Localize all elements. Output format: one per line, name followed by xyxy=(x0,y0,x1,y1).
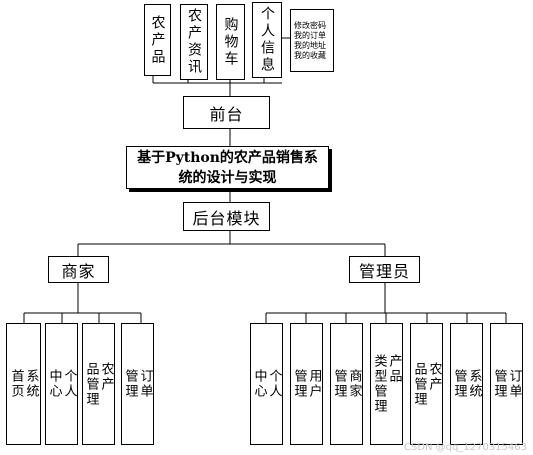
frontend-node: 前台 xyxy=(183,96,270,129)
module-label-col1: 个人 xyxy=(61,369,77,399)
backend-node: 后台模块 xyxy=(183,202,270,231)
module-label-col1: 系统 xyxy=(23,369,39,399)
merchant-module-farm-product-mgmt: 农产品管理 xyxy=(82,323,115,445)
module-label-col2: 管理 xyxy=(451,369,467,399)
admin-module-order-mgmt: 订单管理 xyxy=(490,323,523,445)
system-title-line-1: 基于Python的农产品销售系 xyxy=(137,149,318,166)
backend-label: 后台模块 xyxy=(192,208,261,228)
merchant-module-personal-center: 个人中心 xyxy=(45,323,78,445)
module-label-col1: 订单 xyxy=(137,369,153,399)
module-label-col2: 品管理 xyxy=(83,361,99,407)
module-label-col2: 中心 xyxy=(251,369,267,399)
admin-module-farm-product-mgmt: 农产品管理 xyxy=(410,323,443,445)
submenu-item: 我的收藏 xyxy=(294,50,326,60)
watermark: CSDN @qq_1270315463 xyxy=(403,442,527,453)
submenu-item: 我的订单 xyxy=(294,30,326,40)
admin-module-product-type-mgmt: 产品类型管理 xyxy=(370,323,403,445)
system-title-node: 基于Python的农产品销售系 统的设计与实现 xyxy=(126,146,329,189)
admin-module-merchant-mgmt: 商家管理 xyxy=(330,323,363,445)
merchant-module-order-mgmt: 订单管理 xyxy=(121,323,154,445)
module-label-col1: 系统 xyxy=(466,369,482,399)
submenu-item: 我的地址 xyxy=(294,40,326,50)
frontend-module-shopping-cart: 购物车 xyxy=(216,4,245,80)
admin-module-system-mgmt: 系统管理 xyxy=(450,323,483,445)
module-label: 农产品 xyxy=(149,14,166,66)
admin-module-user-mgmt: 用户管理 xyxy=(290,323,323,445)
module-label-col1: 订单 xyxy=(506,369,522,399)
merchant-node: 商家 xyxy=(48,256,109,283)
personal-info-submenu: 修改密码 我的订单 我的地址 我的收藏 xyxy=(290,9,334,72)
module-label-col2: 管理 xyxy=(291,369,307,399)
module-label: 购物车 xyxy=(222,16,239,68)
module-label-col2: 管理 xyxy=(491,369,507,399)
admin-label: 管理员 xyxy=(358,261,410,281)
merchant-label: 商家 xyxy=(61,261,96,281)
module-label-col2: 中心 xyxy=(46,369,62,399)
submenu-item: 修改密码 xyxy=(294,20,326,30)
frontend-module-personal-info: 个人信息 xyxy=(252,2,282,78)
module-label-col2: 管理 xyxy=(122,369,138,399)
module-label-col1: 个人 xyxy=(266,369,282,399)
module-label: 个人信息 xyxy=(259,6,275,74)
admin-node: 管理员 xyxy=(349,256,420,283)
module-label-col1: 产品 xyxy=(386,354,402,384)
module-label-col2: 类型管理 xyxy=(371,354,387,414)
admin-module-personal-center: 个人中心 xyxy=(250,323,283,445)
module-label-col1: 商家 xyxy=(346,369,362,399)
module-label: 农产资讯 xyxy=(186,8,202,76)
frontend-module-farm-products: 农产品 xyxy=(144,4,171,76)
module-label-col1: 农产 xyxy=(426,361,442,392)
system-title-line-2: 统的设计与实现 xyxy=(178,169,277,186)
module-label-col2: 品管理 xyxy=(411,361,427,407)
merchant-module-system-home: 系统首页 xyxy=(6,323,41,445)
module-label-col2: 首页 xyxy=(8,369,24,399)
module-label-col1: 用户 xyxy=(306,369,322,399)
frontend-label: 前台 xyxy=(209,104,244,124)
frontend-module-farm-news: 农产资讯 xyxy=(180,4,208,80)
module-label-col2: 管理 xyxy=(331,369,347,399)
module-label-col1: 农产 xyxy=(98,361,114,392)
